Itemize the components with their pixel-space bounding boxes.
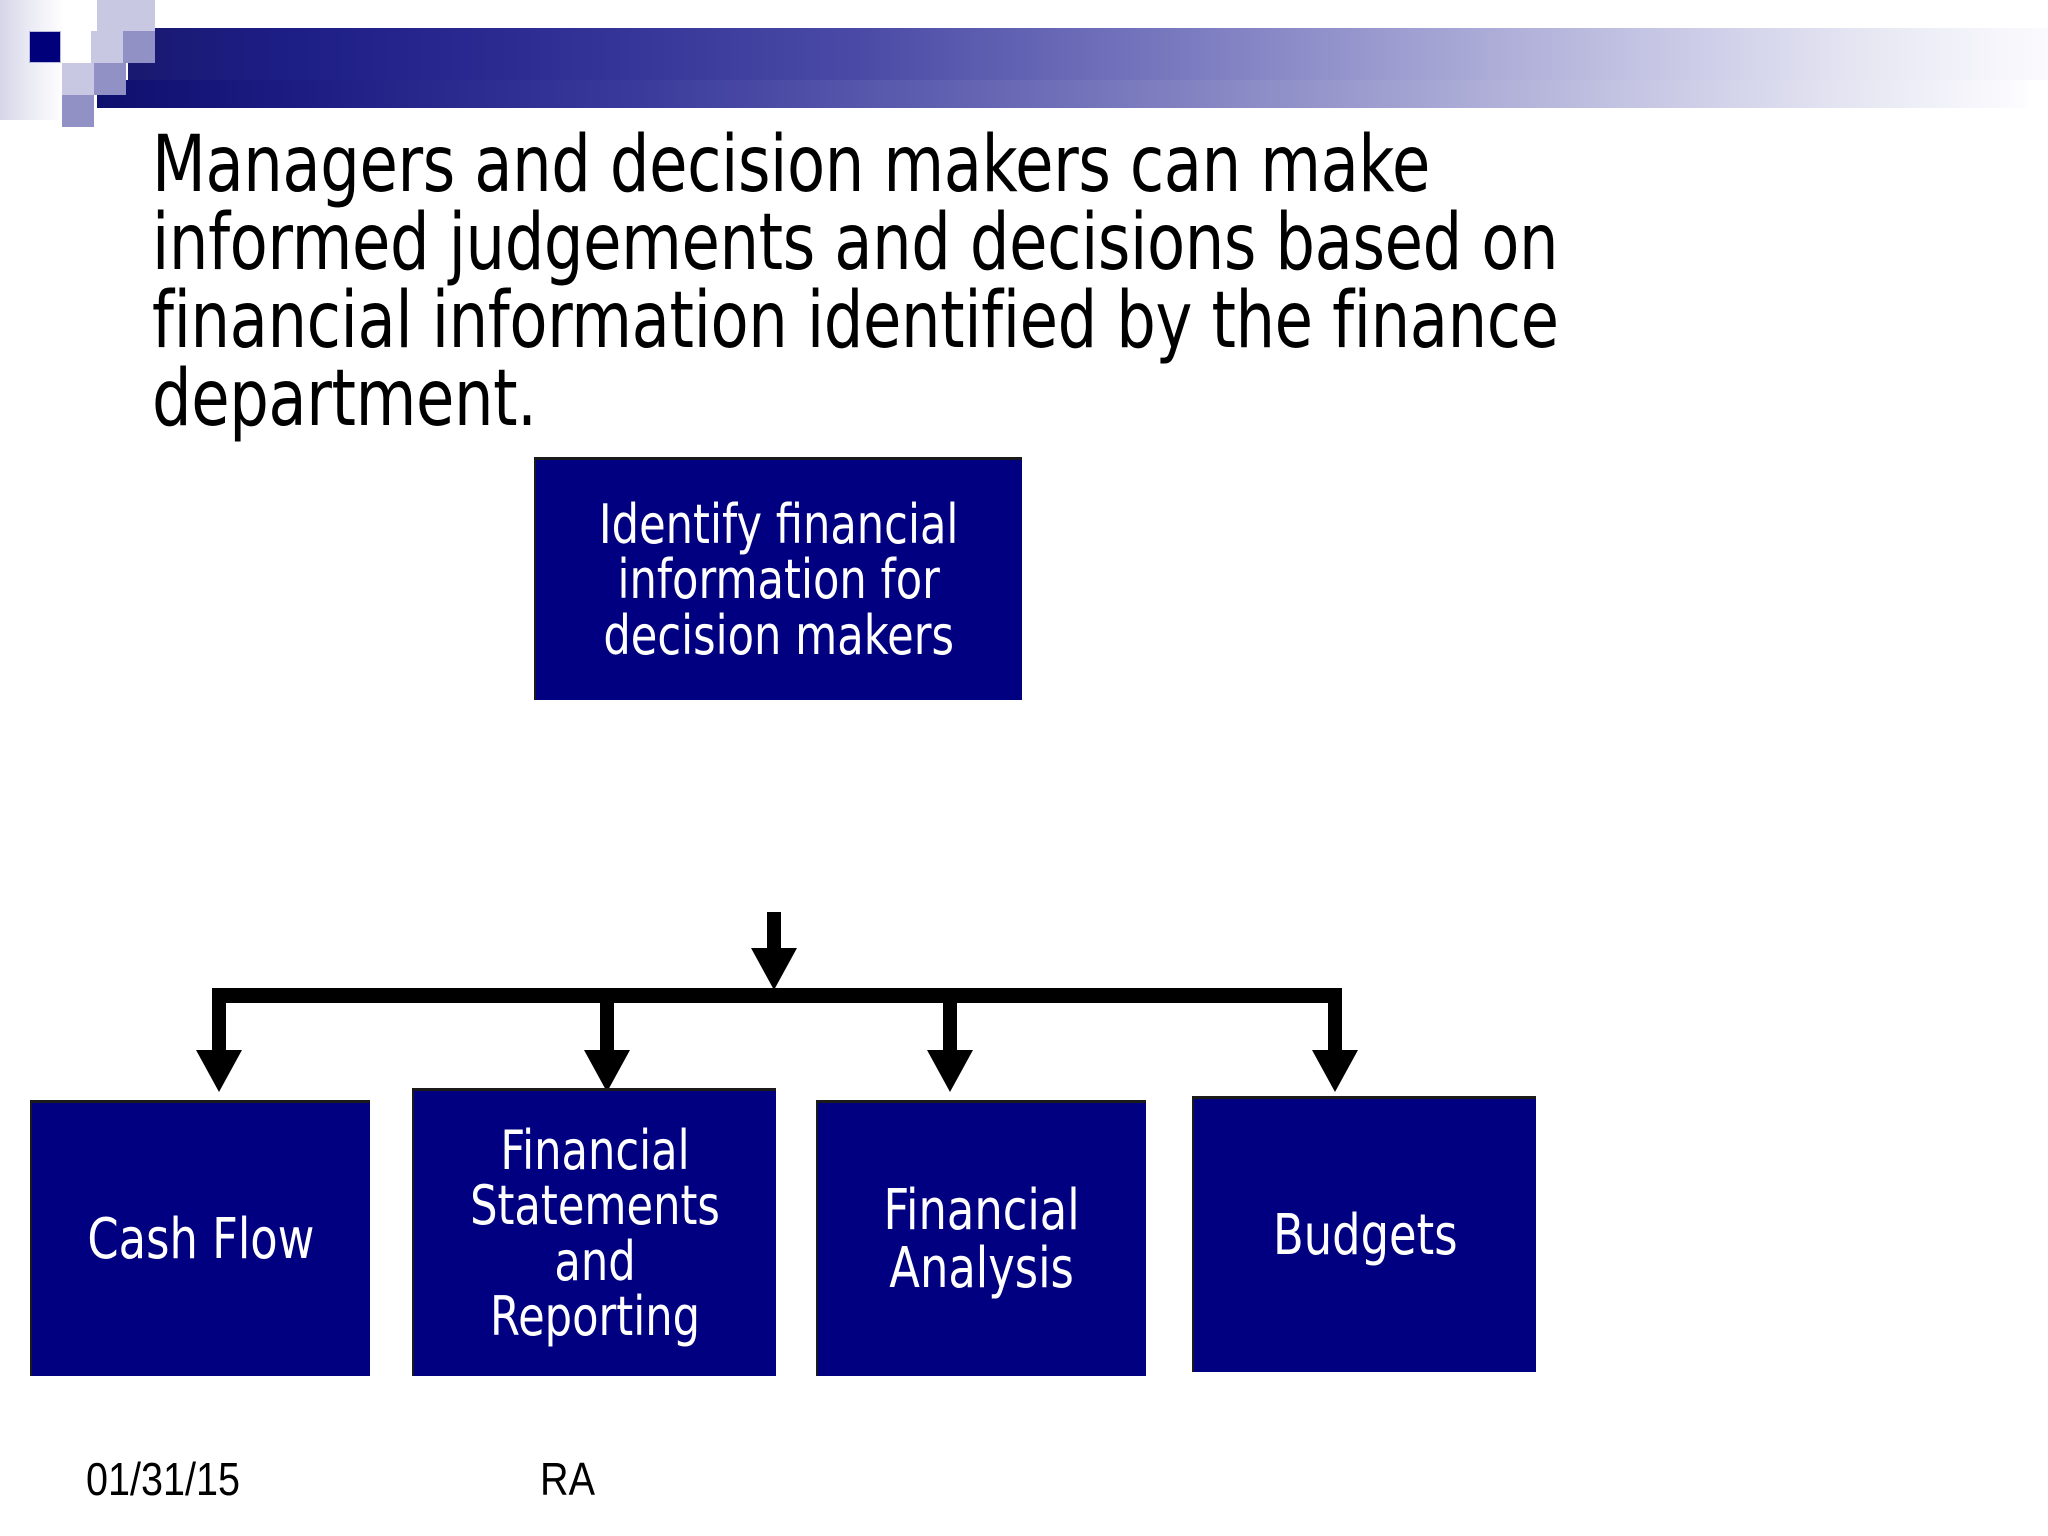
header-gradient-bar-lower <box>97 80 2028 108</box>
decor-mid-square-1 <box>123 31 155 63</box>
connector-stem-cash <box>212 1000 226 1058</box>
flowchart-box-root-label: Identify financial information for decis… <box>599 493 959 667</box>
slide-body-text: Managers and decision makers can make in… <box>152 120 1559 444</box>
flowchart-box-cash-flow[interactable]: Cash Flow <box>30 1100 370 1376</box>
connector-horizontal-bus <box>212 988 1342 1003</box>
decor-light-square-2 <box>123 0 155 32</box>
flowchart-box-budgets-label: Budgets <box>1272 1202 1458 1268</box>
flowchart-box-financial-analysis-label: Financial Analysis <box>883 1178 1081 1301</box>
connector-stem-analysis <box>943 1000 957 1058</box>
decor-light-square-4 <box>62 63 94 95</box>
flowchart-box-financial-statements[interactable]: Financial Statements and Reporting <box>412 1088 776 1376</box>
arrow-head-statements <box>584 1050 630 1092</box>
flowchart-box-financial-analysis[interactable]: Financial Analysis <box>816 1100 1146 1376</box>
flowchart-box-root[interactable]: Identify financial information for decis… <box>534 457 1022 700</box>
decor-mid-square-3 <box>62 95 94 127</box>
header-gradient-bar-upper <box>128 28 2048 80</box>
flowchart-box-cash-flow-label: Cash Flow <box>87 1206 315 1272</box>
connector-stem-statements <box>600 1000 614 1058</box>
arrow-head-cash <box>196 1050 242 1092</box>
decor-mid-square-2 <box>94 63 126 95</box>
footer-author: RA <box>540 1453 595 1505</box>
connector-stem-budgets <box>1328 1000 1342 1058</box>
decor-navy-square <box>29 31 61 63</box>
arrow-head-budgets <box>1312 1050 1358 1092</box>
flowchart-box-financial-statements-label: Financial Statements and Reporting <box>470 1119 720 1348</box>
arrow-head-analysis <box>927 1050 973 1092</box>
decor-light-square-3 <box>91 31 123 63</box>
connector-root-stem <box>767 912 781 954</box>
footer-date: 01/31/15 <box>86 1453 240 1505</box>
flowchart-box-budgets[interactable]: Budgets <box>1192 1096 1536 1372</box>
arrow-head-root <box>751 948 797 990</box>
